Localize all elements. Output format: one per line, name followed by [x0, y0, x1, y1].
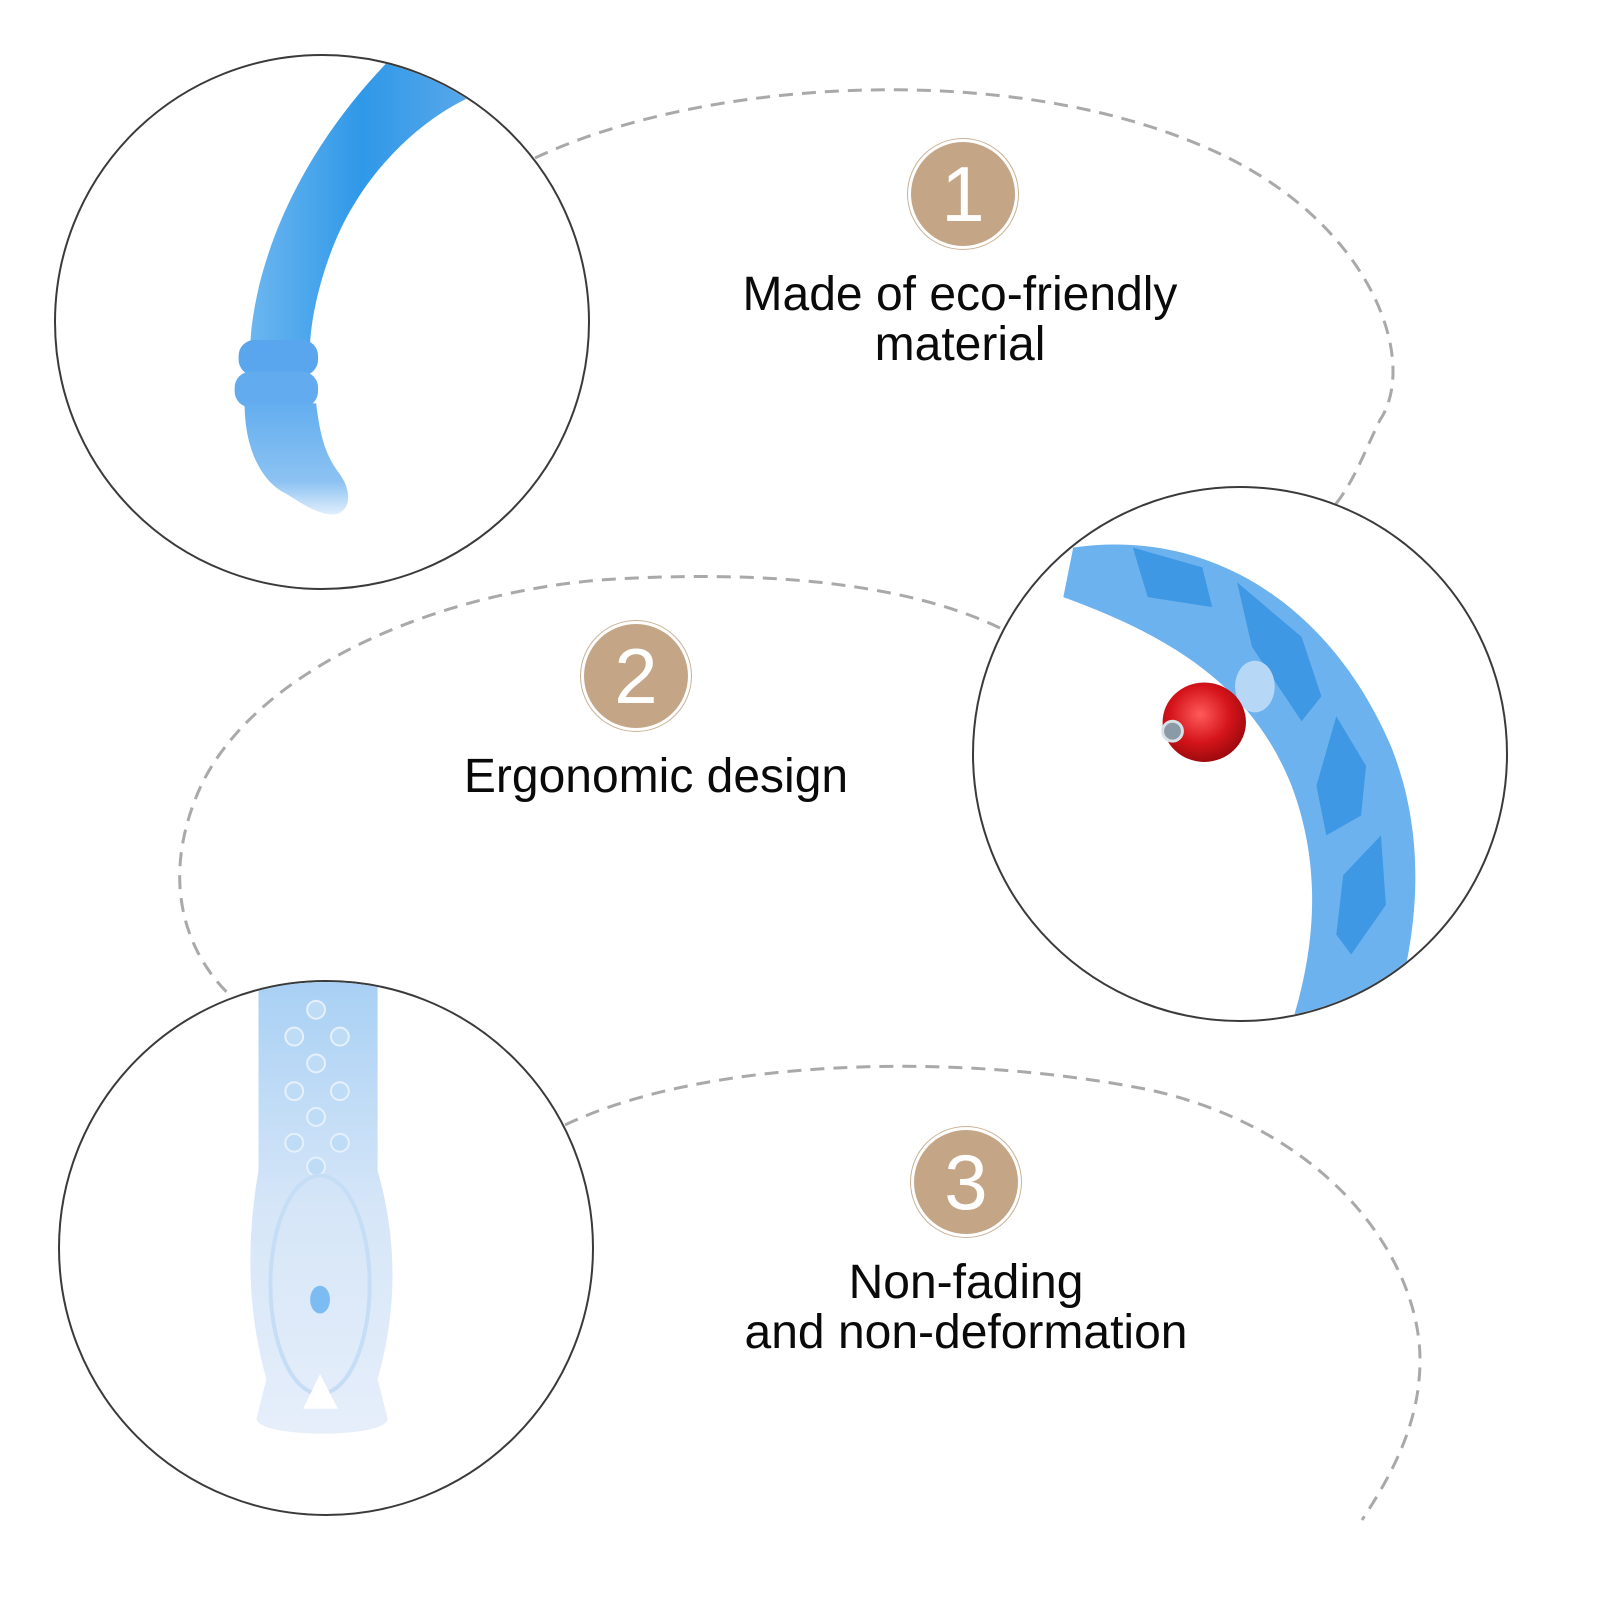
feature-1-number-badge: 1	[911, 142, 1015, 246]
product-photo-end-tip	[54, 54, 590, 590]
feature-1-description: Made of eco-friendly material	[660, 270, 1260, 370]
feature-3-number-badge: 3	[914, 1130, 1018, 1234]
product-photo-ring-bead	[972, 486, 1508, 1022]
feature-3-line-2: and non-deformation	[744, 1306, 1188, 1359]
feature-2-description: Ergonomic design	[386, 752, 926, 802]
dashed-curve-3	[564, 1064, 1422, 1521]
feature-3-description: Non-fading and non-deformation	[666, 1258, 1266, 1358]
feature-2-line-1: Ergonomic design	[463, 750, 849, 803]
feature-2-number-badge: 2	[584, 624, 688, 728]
feature-1-line-2: material	[874, 318, 1046, 371]
hoop-ring-bead-illustration	[1063, 544, 1416, 1020]
product-photo-handle	[58, 980, 594, 1516]
dashed-curve-1	[534, 88, 1395, 506]
textured-handle-illustration	[250, 982, 393, 1434]
hoop-end-tip-illustration	[234, 56, 473, 515]
feature-3-line-1: Non-fading	[848, 1256, 1084, 1309]
feature-1-line-1: Made of eco-friendly	[742, 268, 1178, 321]
